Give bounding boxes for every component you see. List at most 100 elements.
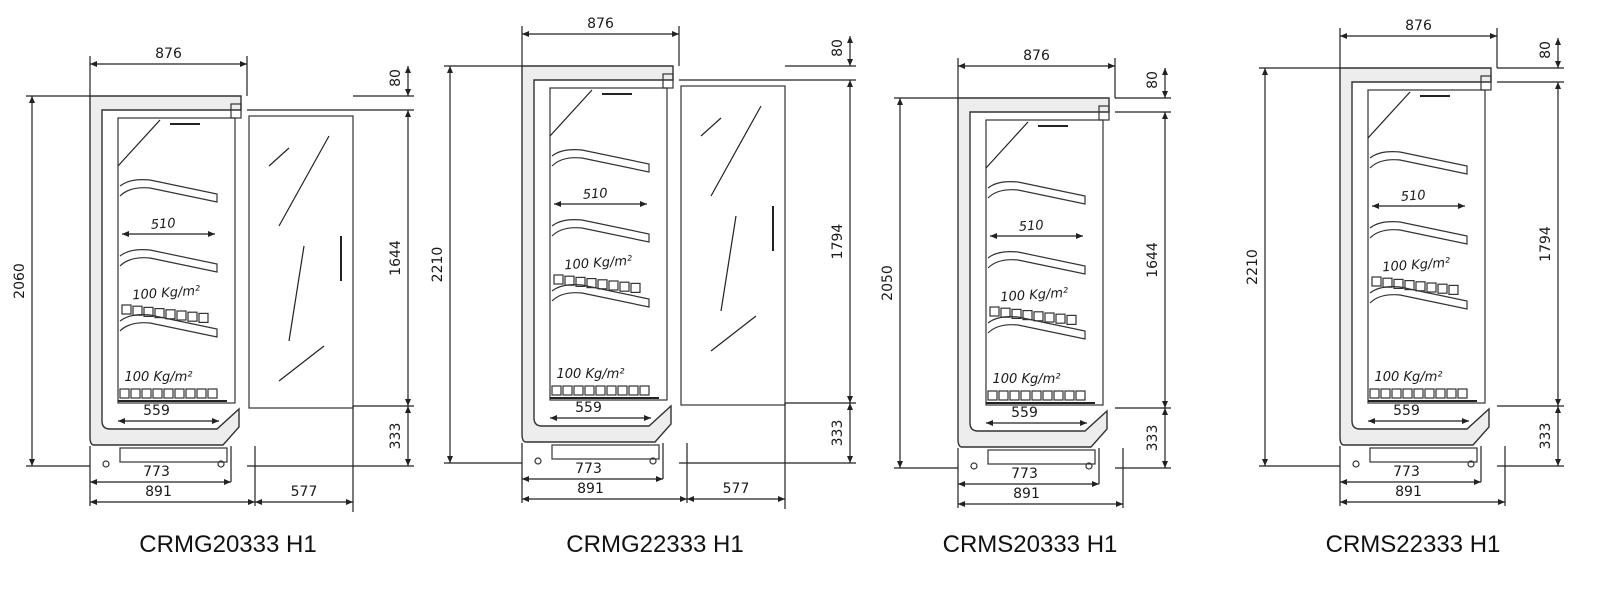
arrowhead (118, 418, 125, 424)
arrowhead (405, 110, 411, 117)
load-label-floor: 100 Kg/m² (1375, 370, 1443, 385)
dim-inner-depth: 773 (1393, 464, 1420, 480)
glass-reflection (268, 147, 290, 167)
base-plinth (1369, 447, 1478, 463)
inner-panel (985, 119, 1104, 406)
crate (1448, 284, 1459, 295)
arrowhead (1108, 63, 1115, 69)
arrowhead (1116, 501, 1123, 507)
arrowhead (522, 496, 529, 502)
shelf (551, 219, 650, 243)
crate (1457, 388, 1468, 399)
crate (1055, 313, 1066, 324)
model-title: CRMS22333 H1 (1326, 531, 1501, 558)
crate (639, 385, 650, 396)
arrowhead (847, 80, 853, 87)
load-label-floor: 100 Kg/m² (993, 372, 1061, 387)
crate (553, 274, 564, 285)
crate (1020, 390, 1031, 401)
arrowhead (1474, 479, 1481, 485)
crate (1066, 314, 1077, 325)
crate (1064, 390, 1075, 401)
arrowhead (1162, 68, 1168, 75)
dim-width-top: 876 (587, 16, 614, 32)
crate (597, 279, 608, 290)
arrowhead (405, 406, 411, 413)
foot (1085, 462, 1093, 470)
model-title: CRMG22333 H1 (566, 531, 743, 558)
arrowhead (1092, 481, 1099, 487)
arrowhead (212, 418, 219, 424)
glass-reflection (278, 135, 330, 227)
arrowhead (554, 201, 561, 207)
glass-reflection (288, 245, 305, 342)
arrowhead (958, 481, 965, 487)
arrowhead (1162, 112, 1168, 119)
crate (617, 385, 628, 396)
crate (152, 388, 163, 399)
base-plinth (119, 447, 228, 463)
arrowhead (1262, 68, 1268, 75)
arrowhead (958, 501, 965, 507)
foot (970, 462, 978, 470)
arrowhead (29, 459, 35, 466)
load-label-shelf: 100 Kg/m² (132, 284, 201, 304)
air-flow-line (1367, 91, 1411, 139)
arrowhead (1372, 203, 1379, 209)
dim-height-total: 2060 (12, 263, 28, 299)
dim-door-height: 1794 (1538, 226, 1554, 262)
crate (584, 385, 595, 396)
arrowhead (1340, 499, 1347, 505)
dim-width-top: 876 (1405, 18, 1432, 34)
arrowhead (990, 233, 997, 239)
dim-width-top: 876 (155, 46, 182, 62)
load-label-shelf: 100 Kg/m² (1000, 286, 1069, 306)
arrowhead (656, 476, 663, 482)
inner-panel (1367, 89, 1486, 404)
arrowhead (29, 96, 35, 103)
dim-outer-depth: 891 (145, 484, 172, 500)
crate (1011, 308, 1022, 319)
arrowhead (847, 403, 853, 410)
dim-outer-depth: 891 (577, 481, 604, 497)
crate (1031, 390, 1042, 401)
arrowhead (1458, 203, 1465, 209)
crate (1371, 276, 1382, 287)
base-plinth (987, 449, 1096, 465)
load-label-floor: 100 Kg/m² (125, 370, 193, 385)
arrowhead (897, 461, 903, 468)
crate (1075, 390, 1086, 401)
arrowhead (897, 98, 903, 105)
crate (163, 388, 174, 399)
dim-base-height: 333 (1538, 423, 1554, 450)
shelf (987, 181, 1086, 205)
crate (1369, 388, 1380, 399)
arrowhead (447, 66, 453, 73)
arrowhead (847, 59, 853, 66)
crate (998, 390, 1009, 401)
arrowhead (1368, 418, 1375, 424)
dim-width-top: 876 (1023, 48, 1050, 64)
crate (1033, 311, 1044, 322)
load-label-shelf: 100 Kg/m² (564, 254, 633, 274)
crate (1000, 307, 1011, 318)
dim-inner-depth: 773 (575, 461, 602, 477)
dim-top-cap: 80 (1145, 71, 1161, 89)
crate (551, 385, 562, 396)
dim-base-height: 333 (830, 420, 846, 447)
crate (1393, 278, 1404, 289)
base-plinth (551, 444, 660, 460)
foot (102, 460, 110, 468)
shelf (119, 249, 218, 273)
glass-reflection (710, 105, 762, 197)
dim-base-height: 333 (388, 423, 404, 450)
crate (119, 388, 130, 399)
crate (1391, 388, 1402, 399)
arrowhead (687, 496, 694, 502)
glass-door (680, 85, 786, 406)
cabinet-profile (89, 95, 242, 446)
shelf (119, 179, 218, 203)
arrowhead (680, 496, 687, 502)
